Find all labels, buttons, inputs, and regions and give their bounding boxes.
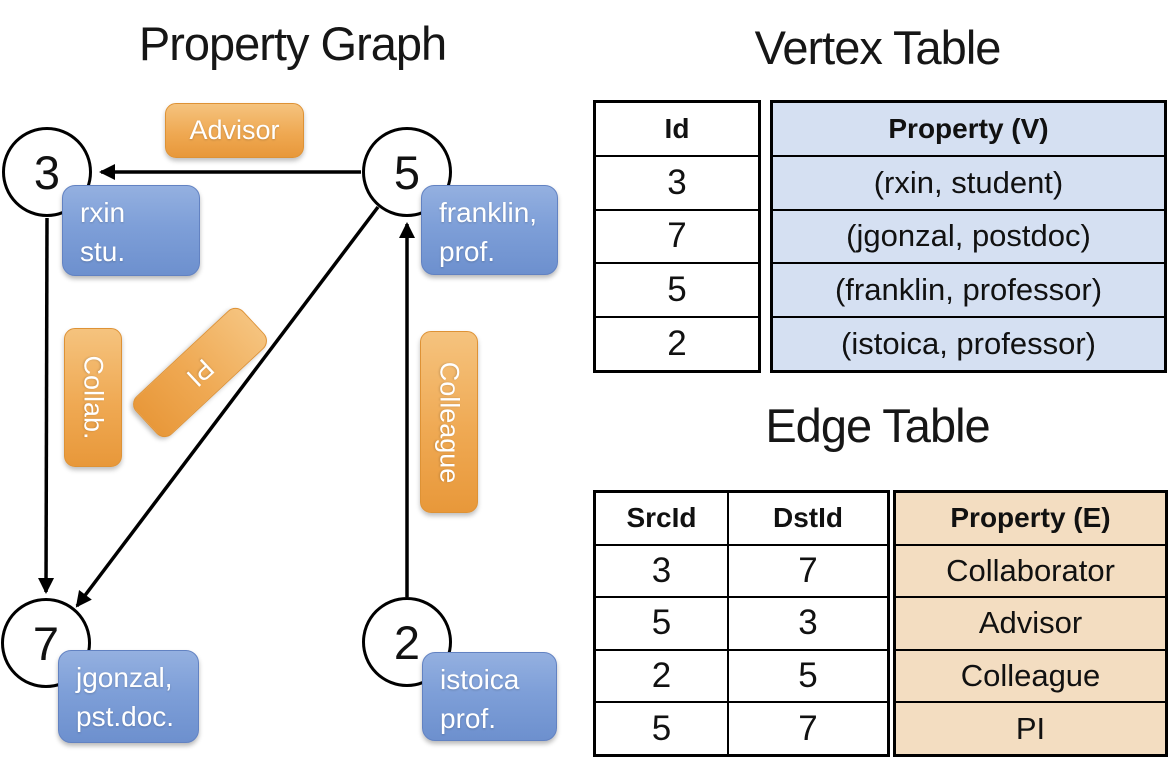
vertex-property-cell: (rxin, student)	[873, 164, 1064, 200]
node-7-id: 7	[32, 616, 60, 670]
table-row: 2 5	[596, 648, 887, 702]
edge-label-pi-text: PI	[180, 353, 220, 393]
edge-srcid-cell: 5	[651, 603, 672, 643]
vertex-id-cell: 3	[667, 162, 687, 202]
table-row: 3 7	[596, 543, 887, 597]
vertex-3-role: stu.	[80, 236, 126, 267]
table-row: 5 3	[596, 596, 887, 649]
edge-arrow-3-to-7	[38, 217, 55, 594]
table-row: 5	[596, 262, 758, 316]
table-row: PI	[896, 701, 1165, 754]
vertex-2-role: prof.	[440, 703, 497, 734]
table-row: 2	[596, 316, 758, 370]
node-3-id: 3	[33, 145, 61, 199]
edge-table-src-dst-columns: SrcId DstId 3 7 5 3 2 5 5 7	[593, 490, 890, 757]
edge-label-advisor: Advisor	[165, 103, 304, 158]
table-row: 5 7	[596, 701, 887, 754]
table-row: (rxin, student)	[773, 154, 1164, 209]
edge-dstid-cell: 7	[726, 703, 887, 754]
vertex-7-role: pst.doc.	[76, 701, 175, 732]
vertex-property-cell: (franklin, professor)	[834, 272, 1103, 308]
vertex-5-role: prof.	[439, 236, 496, 267]
edge-dstid-cell: 7	[726, 545, 887, 597]
edge-table-title: Edge Table	[765, 399, 990, 452]
vertex-7-name: jgonzal,	[76, 662, 173, 693]
edge-property-cell: Advisor	[978, 605, 1083, 641]
vertex-property-box-3: rxin stu.	[62, 185, 200, 276]
edge-label-collab: Collab.	[64, 328, 122, 467]
vertex-property-box-2: istoica prof.	[422, 652, 557, 741]
vertex-id-cell: 2	[667, 324, 687, 364]
edge-srcid-cell: 2	[651, 656, 672, 696]
vertex-property-box-5: franklin, prof.	[421, 185, 558, 275]
vertex-5-name: franklin,	[439, 197, 538, 228]
vertex-table-id-column: Id 3 7 5 2	[593, 100, 761, 373]
table-row: Collaborator	[896, 543, 1165, 597]
property-graph-title: Property Graph	[138, 17, 447, 70]
edge-dstid-cell: 5	[726, 650, 887, 702]
graph-node-5: 5	[362, 127, 452, 217]
vertex-property-cell: (istoica, professor)	[841, 326, 1096, 362]
table-row: Advisor	[896, 596, 1165, 649]
vertex-table-header-id: Id	[664, 112, 690, 144]
vertex-2-name: istoica	[440, 664, 520, 695]
edge-table-header-property: Property (E)	[950, 502, 1111, 534]
vertex-table-header-property: Property (V)	[888, 112, 1049, 144]
table-row: (istoica, professor)	[773, 316, 1164, 370]
table-row: 3	[596, 154, 758, 209]
vertex-id-cell: 5	[667, 270, 687, 310]
edge-table-header-srcid: SrcId	[626, 502, 697, 534]
node-2-id: 2	[393, 615, 421, 669]
edge-table-header-dstid: DstId	[726, 493, 887, 544]
vertex-property-cell: (jgonzal, postdoc)	[846, 218, 1091, 254]
edge-table-property-column: Property (E) Collaborator Advisor Collea…	[893, 490, 1168, 757]
table-row: 7	[596, 208, 758, 263]
edge-dstid-cell: 3	[726, 598, 887, 649]
edge-srcid-cell: 3	[651, 550, 672, 590]
vertex-3-name: rxin	[80, 197, 126, 228]
edge-property-cell: Collaborator	[946, 552, 1115, 588]
table-row: (jgonzal, postdoc)	[773, 208, 1164, 263]
table-row: (franklin, professor)	[773, 262, 1164, 316]
edge-property-cell: PI	[1015, 710, 1046, 746]
table-row: Colleague	[896, 648, 1165, 702]
vertex-id-cell: 7	[667, 216, 687, 256]
graph-node-3: 3	[2, 127, 92, 217]
edge-property-cell: Colleague	[960, 658, 1101, 694]
edge-label-colleague-text: Colleague	[434, 361, 465, 483]
edge-label-pi: PI	[128, 303, 272, 442]
vertex-property-box-7: jgonzal, pst.doc.	[58, 650, 199, 743]
vertex-table-property-column: Property (V) (rxin, student) (jgonzal, p…	[770, 100, 1167, 373]
vertex-table-title: Vertex Table	[754, 21, 1002, 74]
edge-label-colleague: Colleague	[420, 331, 478, 513]
edge-label-advisor-text: Advisor	[189, 115, 280, 145]
edge-label-collab-text: Collab.	[78, 355, 109, 440]
edge-srcid-cell: 5	[651, 708, 672, 748]
node-5-id: 5	[393, 145, 421, 199]
